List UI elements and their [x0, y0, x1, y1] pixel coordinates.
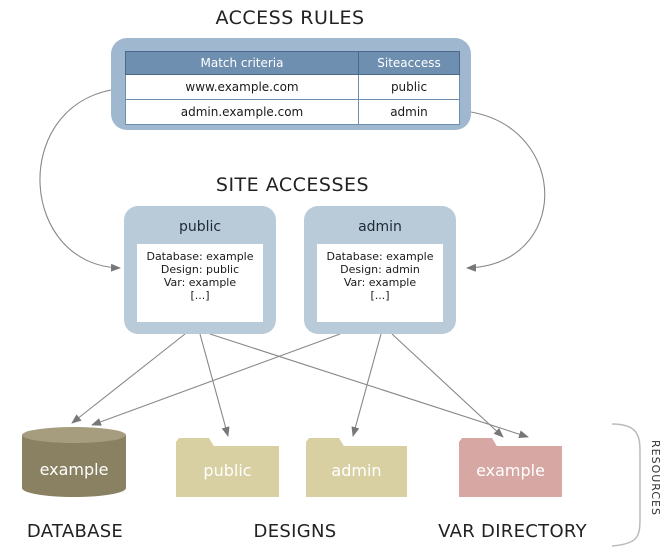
access-rules-table: Match criteria Siteaccess www.example.co…	[125, 51, 460, 125]
arrow-admin-to-database	[91, 333, 341, 426]
siteaccess-settings: Database: example Design: public Var: ex…	[137, 244, 263, 322]
designs-category-label: DESIGNS	[253, 521, 337, 542]
setting-var: Var: example	[343, 276, 417, 289]
rule-match-cell: www.example.com	[125, 74, 359, 100]
header-match-criteria: Match criteria	[125, 51, 359, 75]
rule-siteaccess-cell: admin	[358, 99, 460, 125]
header-siteaccess: Siteaccess	[358, 51, 460, 75]
setting-database: Database: example	[146, 250, 254, 263]
database-cylinder-icon	[22, 427, 126, 497]
arrow-rule-to-public	[39, 89, 121, 272]
arrow-public-to-var	[209, 333, 529, 439]
site-accesses-title: SITE ACCESSES	[215, 174, 370, 196]
design-folder-public-icon	[176, 438, 279, 497]
arrow-public-to-design	[199, 333, 230, 437]
table-row: admin.example.com admin	[125, 99, 460, 125]
resources-side-label: RESOURCES	[649, 440, 662, 516]
access-rules-title: ACCESS RULES	[215, 7, 365, 29]
siteaccess-name: admin	[358, 219, 402, 235]
siteaccess-card-public: public Database: example Design: public …	[124, 206, 276, 334]
setting-var: Var: example	[163, 276, 237, 289]
setting-design: Design: public	[160, 263, 240, 276]
siteaccess-name: public	[178, 219, 222, 235]
table-row: www.example.com public	[125, 74, 460, 100]
arrow-rule-to-admin	[466, 111, 546, 272]
setting-ellipsis: [...]	[190, 289, 210, 302]
setting-design: Design: admin	[340, 263, 420, 276]
design-admin-label: admin	[331, 461, 382, 480]
siteaccess-card-admin: admin Database: example Design: admin Va…	[304, 206, 456, 334]
rule-match-cell: admin.example.com	[125, 99, 359, 125]
arrow-public-to-database	[71, 333, 186, 424]
var-directory-category-label: VAR DIRECTORY	[438, 521, 587, 542]
resources-bracket	[611, 423, 641, 547]
database-category-label: DATABASE	[26, 521, 124, 542]
var-directory-label: example	[476, 461, 545, 480]
setting-ellipsis: [...]	[370, 289, 390, 302]
rule-siteaccess-cell: public	[358, 74, 460, 100]
database-resource-label: example	[39, 460, 109, 479]
setting-database: Database: example	[326, 250, 434, 263]
arrow-admin-to-design	[351, 333, 382, 437]
design-folder-admin-icon	[306, 438, 407, 497]
var-directory-folder-icon	[459, 438, 562, 497]
design-public-label: public	[203, 461, 252, 480]
siteaccess-settings: Database: example Design: admin Var: exa…	[317, 244, 443, 322]
arrow-admin-to-var	[391, 333, 504, 438]
